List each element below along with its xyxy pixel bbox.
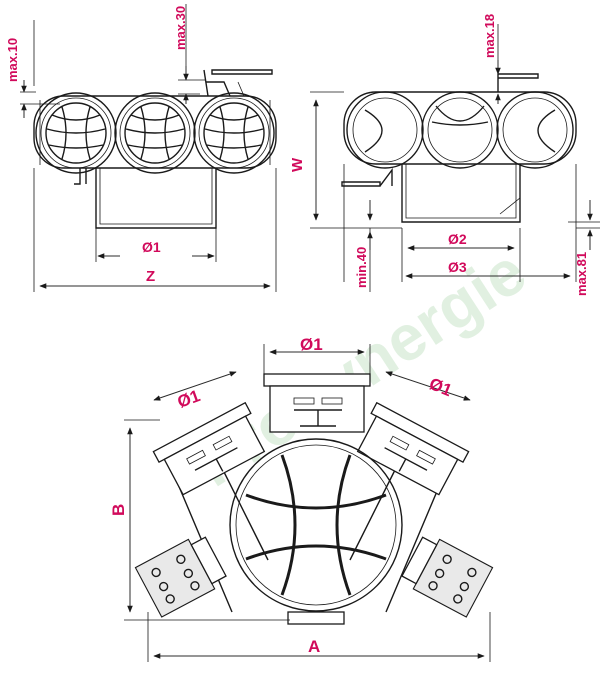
label-a: A [308, 637, 320, 656]
front-dimensions [20, 4, 277, 292]
top-dimensions [124, 344, 491, 662]
label-right-d1: Ø1 [427, 374, 455, 400]
label-max10: max.10 [5, 38, 20, 82]
label-max30: max.30 [173, 6, 188, 50]
front-view [33, 69, 277, 229]
label-w: W [289, 157, 306, 172]
label-left-d1: Ø1 [175, 386, 203, 412]
label-b: B [109, 504, 128, 516]
top-view [134, 373, 494, 625]
side-view [341, 73, 577, 223]
side-dimensions [310, 24, 600, 292]
label-front-d1: Ø1 [142, 239, 161, 255]
label-max81: max.81 [574, 252, 589, 296]
label-min40: min.40 [354, 247, 369, 288]
label-z: Z [146, 268, 155, 285]
label-top-d1: Ø1 [300, 335, 323, 354]
label-d2: Ø2 [448, 231, 467, 247]
label-d3: Ø3 [448, 259, 467, 275]
label-max18: max.18 [482, 14, 497, 58]
